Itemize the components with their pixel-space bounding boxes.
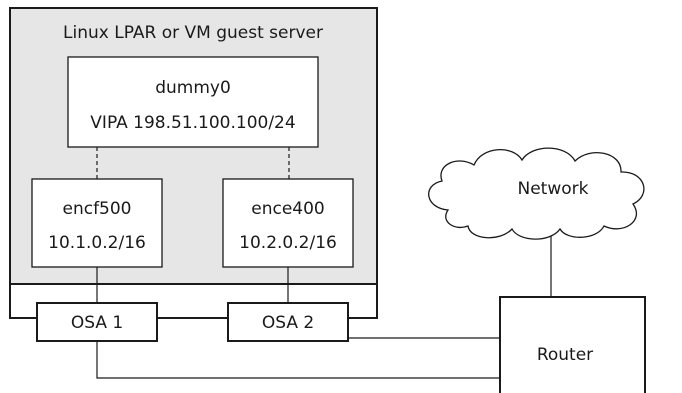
- encf500-name: encf500: [62, 199, 131, 219]
- osa1-label: OSA 1: [71, 313, 123, 333]
- ence400-name: ence400: [251, 199, 325, 219]
- dummy-interface-address: VIPA 198.51.100.100/24: [90, 113, 295, 133]
- dummy-interface-name: dummy0: [155, 78, 231, 98]
- server-title: Linux LPAR or VM guest server: [63, 23, 323, 43]
- osa1-to-router-link: [96, 341, 500, 379]
- osa2-label: OSA 2: [262, 313, 314, 333]
- router-box: [499, 296, 646, 393]
- ence400-box: [222, 178, 354, 268]
- network-cloud-icon: [428, 147, 645, 240]
- router-label: Router: [537, 345, 593, 365]
- osa2-box: [227, 302, 349, 342]
- dummy-interface-box: [67, 56, 319, 148]
- encf500-address: 10.1.0.2/16: [48, 233, 146, 253]
- ence400-address: 10.2.0.2/16: [239, 233, 337, 253]
- network-label: Network: [518, 179, 589, 199]
- osa1-box: [36, 302, 158, 342]
- encf500-box: [31, 178, 163, 268]
